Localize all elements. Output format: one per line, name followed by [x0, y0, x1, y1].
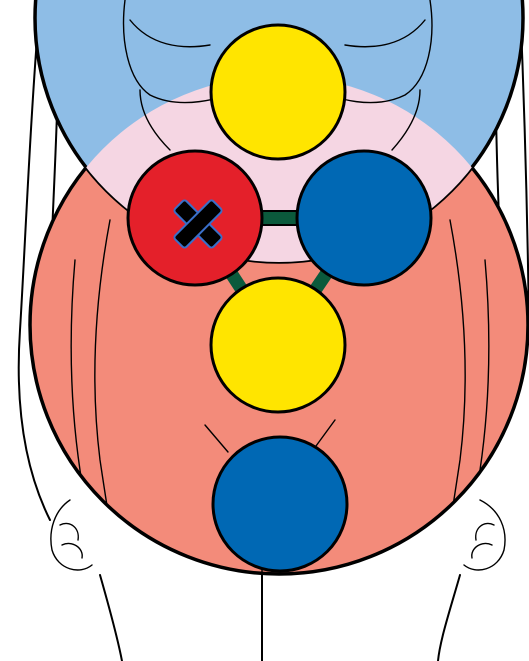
node-top-yellow[interactable]: [211, 25, 345, 159]
node-middle-yellow[interactable]: [211, 278, 345, 412]
node-bottom-blue[interactable]: [213, 437, 347, 571]
node-right-blue[interactable]: [297, 151, 431, 285]
